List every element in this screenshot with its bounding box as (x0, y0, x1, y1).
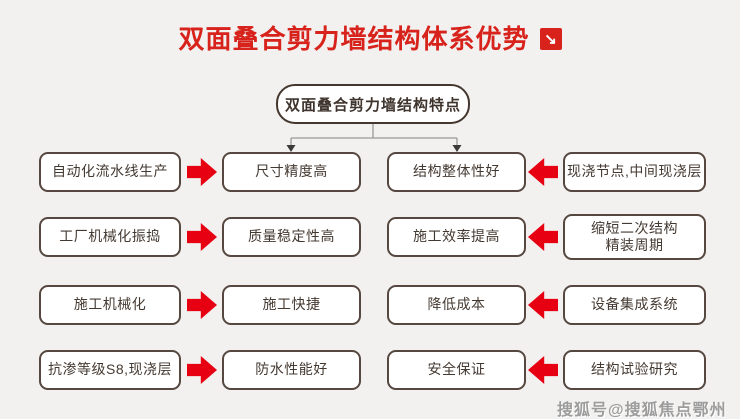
arrow-left-icon (528, 158, 558, 186)
support-box: 现浇节点,中间现浇层 (563, 152, 706, 192)
arrow-left-icon (528, 291, 558, 319)
arrow-left-icon (528, 356, 558, 384)
feature-box: 质量稳定性高 (222, 217, 361, 257)
advantage-box: 安全保证 (387, 350, 526, 390)
arrow-right-icon (187, 158, 217, 186)
feature-box: 尺寸精度高 (222, 152, 361, 192)
support-box: 缩短二次结构 精装周期 (563, 214, 706, 260)
arrow-left-icon (528, 223, 558, 251)
cause-box: 工厂机械化振捣 (39, 217, 181, 257)
feature-box: 施工快捷 (222, 285, 361, 325)
watermark: 搜狐号@搜狐焦点鄂州站 (557, 402, 727, 419)
flow-row: 施工机械化 施工快捷 降低成本 设备集成系统 (0, 285, 740, 325)
arrow-right-icon (187, 291, 217, 319)
feature-box: 防水性能好 (222, 350, 361, 390)
arrow-right-icon (187, 356, 217, 384)
cause-box: 施工机械化 (39, 285, 181, 325)
advantage-box: 降低成本 (387, 285, 526, 325)
flow-row: 抗渗等级S8,现浇层 防水性能好 安全保证 结构试验研究 (0, 350, 740, 390)
cause-box: 抗渗等级S8,现浇层 (39, 350, 181, 390)
support-box: 设备集成系统 (563, 285, 706, 325)
arrow-down-right-icon: ↘ (539, 28, 562, 50)
flow-row: 自动化流水线生产 尺寸精度高 结构整体性好 现浇节点,中间现浇层 (0, 152, 740, 192)
advantage-box: 施工效率提高 (387, 217, 526, 257)
support-box: 结构试验研究 (563, 350, 706, 390)
flow-row: 工厂机械化振捣 质量稳定性高 施工效率提高 缩短二次结构 精装周期 (0, 214, 740, 260)
advantage-box: 结构整体性好 (387, 152, 526, 192)
page-title-bar: 双面叠合剪力墙结构体系优势 ↘ (0, 26, 740, 52)
arrow-right-icon (187, 223, 217, 251)
root-node: 双面叠合剪力墙结构特点 (276, 84, 470, 124)
page-title: 双面叠合剪力墙结构体系优势 (178, 24, 530, 54)
cause-box: 自动化流水线生产 (39, 152, 181, 192)
